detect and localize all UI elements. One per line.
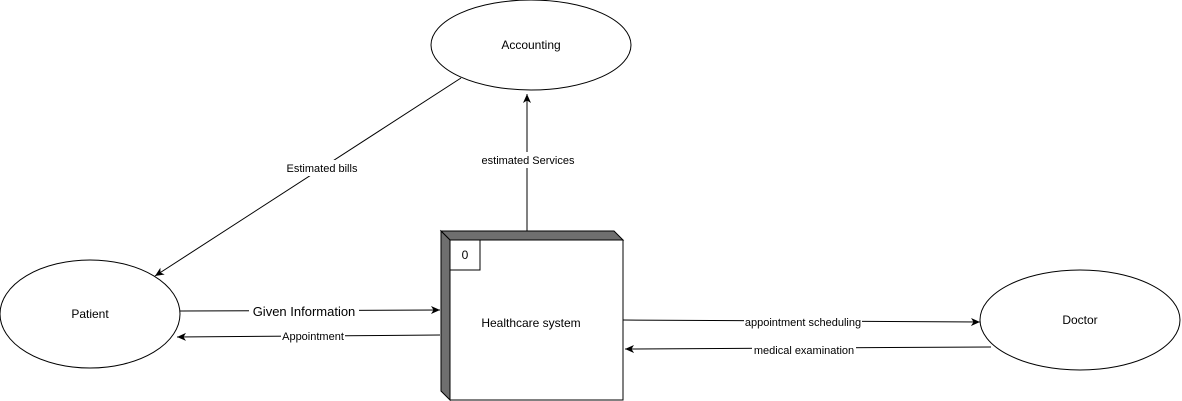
healthcare-system-process[interactable]: 0 Healthcare system [439, 229, 625, 401]
doctor-label: Doctor [1062, 313, 1097, 327]
accounting-label: Accounting [501, 38, 560, 52]
flow-estimated-bills[interactable]: Estimated bills [154, 77, 462, 277]
process-name: Healthcare system [481, 316, 580, 330]
flow-appointment[interactable]: Appointment [176, 328, 441, 344]
appointment-label: Appointment [282, 331, 344, 343]
medical-examination-label: medical examination [754, 345, 854, 357]
process-number: 0 [462, 248, 469, 262]
process-number-box [449, 239, 481, 271]
appointment-scheduling-label: appointment scheduling [745, 317, 861, 329]
estimated-bills-label: Estimated bills [287, 163, 358, 175]
estimated-services-label: estimated Services [482, 155, 575, 167]
flow-given-information[interactable]: Given Information [179, 303, 441, 319]
given-information-label: Given Information [253, 304, 356, 319]
flow-appointment-scheduling[interactable]: appointment scheduling [622, 314, 981, 330]
patient-label: Patient [71, 307, 109, 321]
doctor-entity[interactable]: Doctor [979, 269, 1181, 371]
flow-estimated-services[interactable]: estimated Services [479, 94, 577, 231]
accounting-entity[interactable]: Accounting [430, 0, 632, 91]
patient-entity[interactable]: Patient [0, 259, 181, 369]
flow-medical-examination[interactable]: medical examination [624, 342, 992, 358]
